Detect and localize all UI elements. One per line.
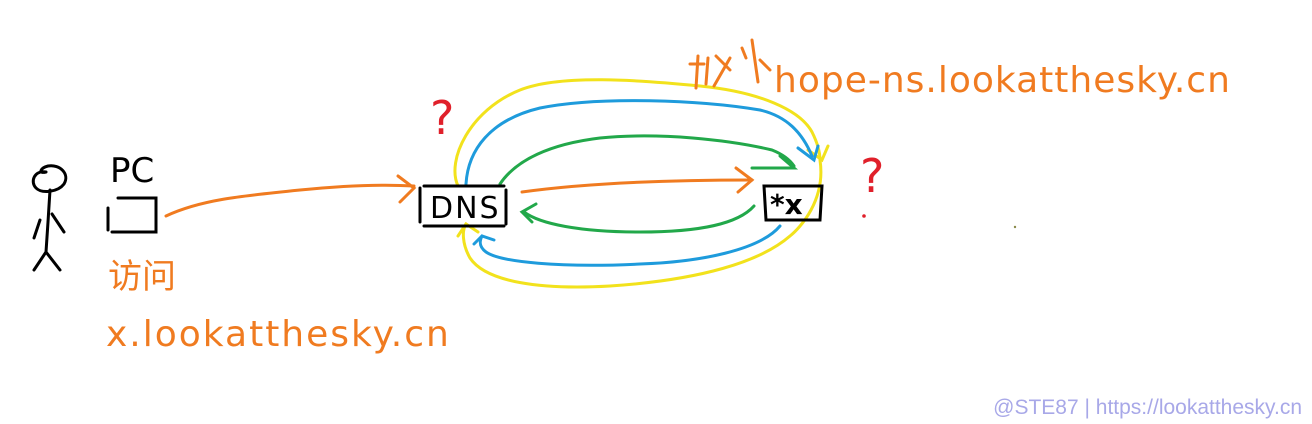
dns-box	[418, 184, 508, 228]
pc-label: PC	[110, 151, 154, 191]
user-head	[31, 164, 68, 193]
yellow-arrowhead	[456, 144, 830, 238]
visit-verb: 访问	[108, 257, 176, 297]
nameserver-question-mark: ?	[860, 149, 884, 203]
dns-to-ns-arrowhead	[734, 166, 755, 194]
visit-domain: x.lookatthesky.cn	[106, 314, 451, 355]
nameserver-caption: hope-ns.lookatthesky.cn	[774, 60, 1231, 101]
pc-to-dns-arrowhead	[396, 174, 417, 204]
watermark-text: @STE87 | https://lookatthesky.cn	[993, 396, 1302, 419]
pc-node: PC	[106, 151, 158, 234]
blue-query-path	[464, 99, 814, 267]
stray-dot	[1013, 225, 1017, 229]
dns-question-mark: ?	[430, 91, 454, 145]
user-body	[32, 188, 66, 272]
nameserver-label: *x	[770, 188, 803, 221]
pc-to-dns-arrow	[164, 183, 416, 218]
nameserver-caption-scribble	[688, 38, 772, 90]
nameserver-box	[762, 184, 824, 222]
dns-to-ns-arrow	[520, 178, 754, 194]
pc-icon	[106, 196, 158, 234]
user-figure	[31, 164, 68, 272]
blue-arrowhead	[472, 144, 820, 246]
dns-label: DNS	[430, 191, 501, 226]
green-arrowhead	[519, 154, 799, 224]
yellow-query-path	[453, 78, 823, 289]
nameserver-node: *x ? hope-ns.lookatthesky.cn	[688, 38, 1231, 222]
green-query-path	[498, 134, 796, 234]
red-dot	[862, 214, 866, 218]
dns-node: DNS ?	[418, 91, 508, 228]
